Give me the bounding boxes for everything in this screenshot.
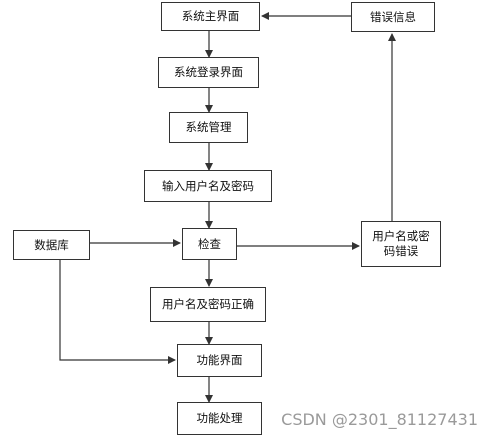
node-function-ui: 功能界面 <box>177 344 262 377</box>
node-system-manage: 系统管理 <box>169 112 248 143</box>
node-input-credentials: 输入用户名及密码 <box>144 170 272 202</box>
node-check: 检查 <box>182 228 237 260</box>
node-credentials-correct: 用户名及密码正确 <box>150 287 266 322</box>
node-database: 数据库 <box>13 230 90 260</box>
node-credentials-error: 用户名或密码错误 <box>361 221 441 267</box>
node-system-login: 系统登录界面 <box>158 57 259 88</box>
node-function-process: 功能处理 <box>177 402 262 435</box>
node-system-main: 系统主界面 <box>161 2 260 31</box>
watermark-text: CSDN @2301_81127431 <box>281 410 478 429</box>
arrow-database-to-function <box>59 260 176 364</box>
node-error-info: 错误信息 <box>351 2 435 32</box>
